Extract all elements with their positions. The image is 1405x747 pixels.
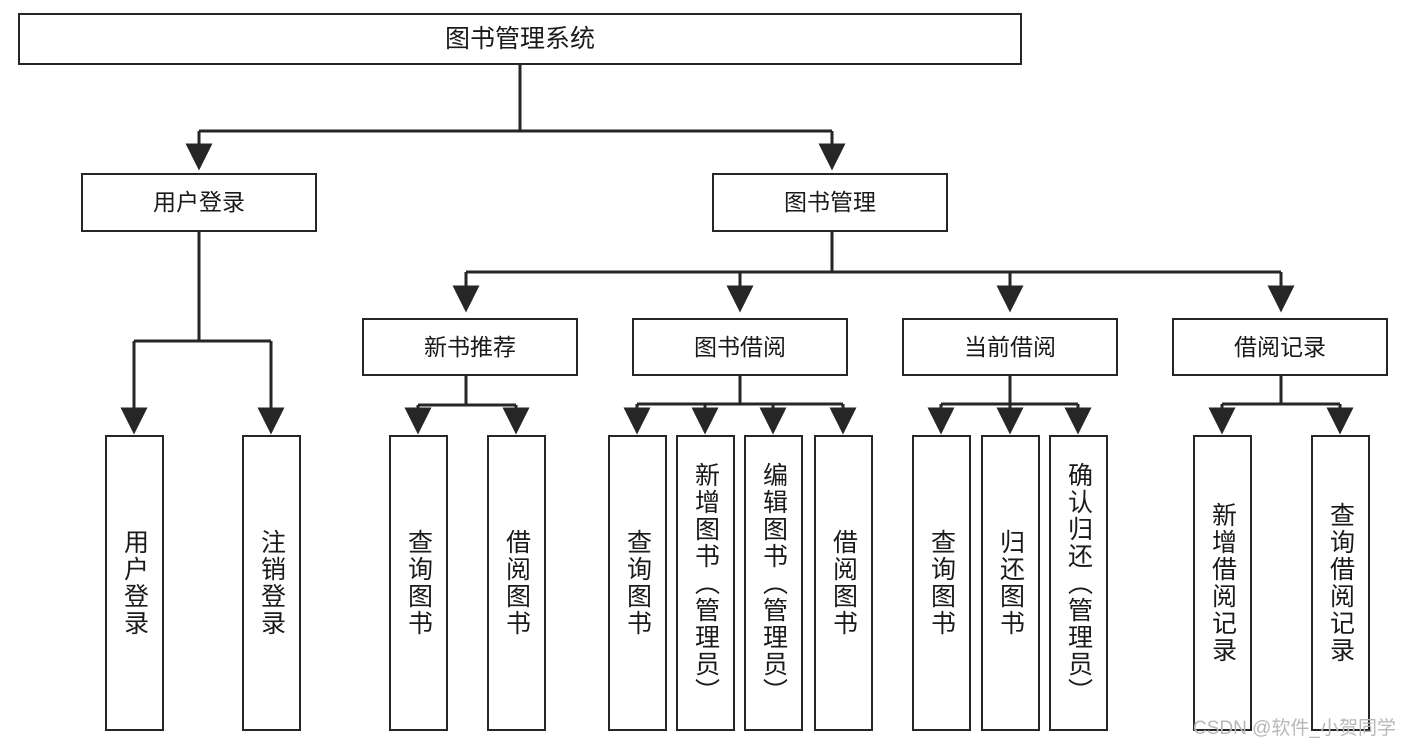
node-label: 查询图书 [623, 529, 652, 637]
node-label: 借阅图书 [502, 529, 531, 637]
leaf-current-borrow-query[interactable]: 查询图书 [912, 435, 971, 731]
leaf-book-borrow-edit[interactable]: 编辑图书（管理员） [744, 435, 803, 731]
node-label: 归还图书 [996, 529, 1025, 637]
leaf-book-borrow-borrow[interactable]: 借阅图书 [814, 435, 873, 731]
node-user-login[interactable]: 用户登录 [81, 173, 317, 232]
leaf-book-borrow-add[interactable]: 新增图书（管理员） [676, 435, 735, 731]
leaf-current-borrow-confirm-return[interactable]: 确认归还（管理员） [1049, 435, 1108, 731]
leaf-user-login-logout[interactable]: 注销登录 [242, 435, 301, 731]
node-book-borrow[interactable]: 图书借阅 [632, 318, 848, 376]
node-label: 注销登录 [257, 529, 286, 637]
leaf-book-borrow-query[interactable]: 查询图书 [608, 435, 667, 731]
node-label: 图书借阅 [694, 333, 786, 360]
node-label: 查询图书 [927, 529, 956, 637]
node-label: 用户登录 [120, 529, 149, 637]
node-label: 查询图书 [404, 529, 433, 637]
node-current-borrow[interactable]: 当前借阅 [902, 318, 1118, 376]
leaf-current-borrow-return[interactable]: 归还图书 [981, 435, 1040, 731]
leaf-user-login-login[interactable]: 用户登录 [105, 435, 164, 731]
watermark-text: CSDN @软件_小贺同学 [1193, 718, 1396, 739]
node-label: 借阅图书 [829, 529, 858, 637]
node-label: 新书推荐 [424, 333, 516, 360]
node-label: 编辑图书（管理员） [759, 461, 788, 705]
node-label: 确认归还（管理员） [1064, 461, 1093, 705]
leaf-new-book-query[interactable]: 查询图书 [389, 435, 448, 731]
node-book-management[interactable]: 图书管理 [712, 173, 948, 232]
node-label: 借阅记录 [1234, 333, 1326, 360]
node-label: 图书管理 [784, 189, 876, 216]
leaf-borrow-record-add[interactable]: 新增借阅记录 [1193, 435, 1252, 731]
node-label: 查询借阅记录 [1326, 502, 1355, 664]
node-label: 图书管理系统 [444, 24, 595, 53]
node-label: 新增图书（管理员） [691, 461, 720, 705]
node-label: 新增借阅记录 [1208, 502, 1237, 664]
node-label: 当前借阅 [964, 333, 1056, 360]
node-root-library-system[interactable]: 图书管理系统 [18, 13, 1022, 65]
node-label: 用户登录 [153, 189, 245, 216]
leaf-borrow-record-query[interactable]: 查询借阅记录 [1311, 435, 1370, 731]
node-new-book-recommend[interactable]: 新书推荐 [362, 318, 578, 376]
node-borrow-record[interactable]: 借阅记录 [1172, 318, 1388, 376]
leaf-new-book-borrow[interactable]: 借阅图书 [487, 435, 546, 731]
